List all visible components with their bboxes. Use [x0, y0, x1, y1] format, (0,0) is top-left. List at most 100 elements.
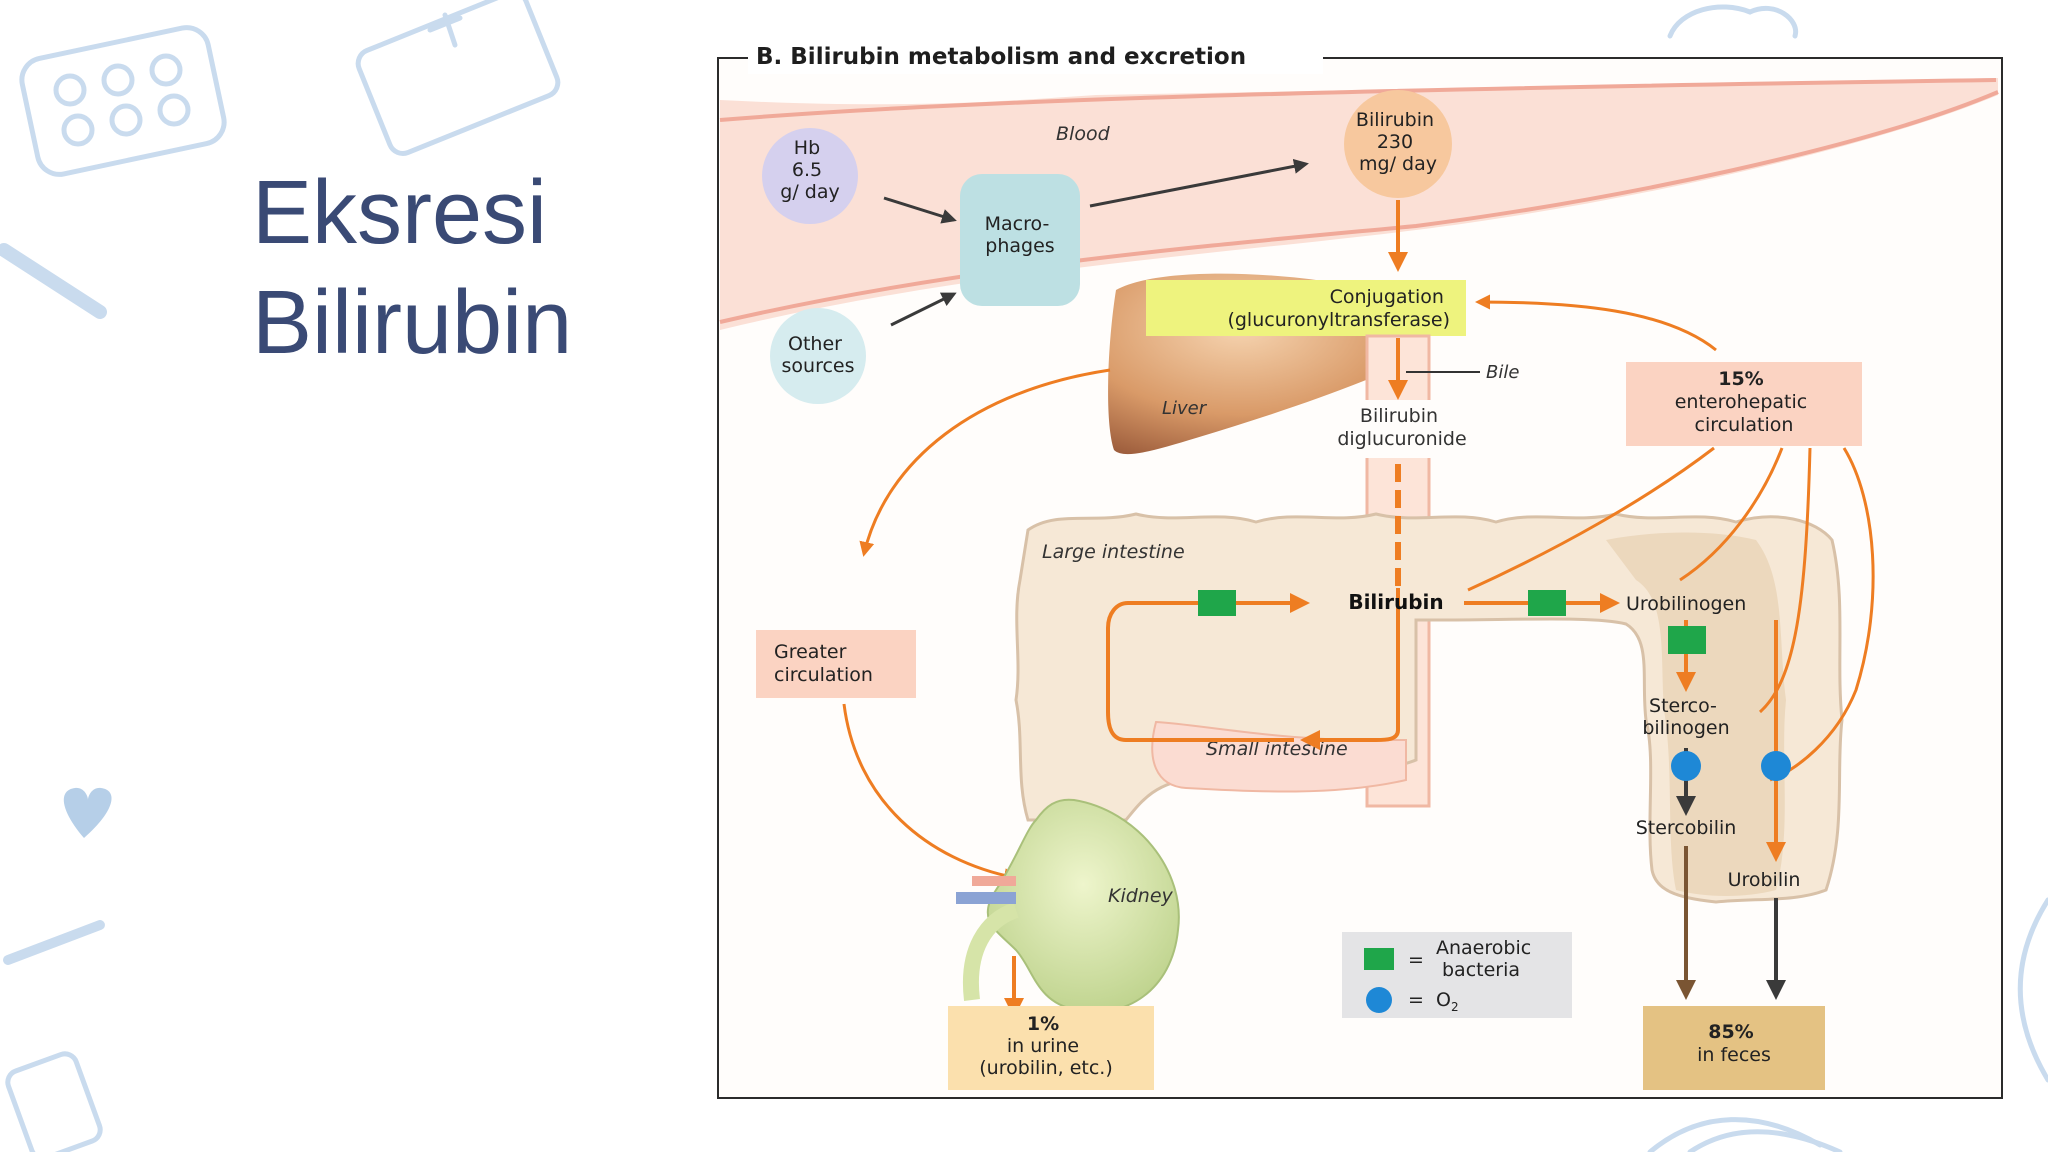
bacteria-marker-1	[1198, 590, 1236, 616]
liver-label: Liver	[1162, 398, 1208, 419]
panel-title: B. Bilirubin metabolism and excretion	[756, 44, 1246, 70]
svg-text:O2: O2	[1436, 989, 1459, 1014]
kidney	[986, 798, 1180, 1013]
bacteria-marker-3	[1668, 626, 1706, 654]
heart-icon	[63, 787, 112, 838]
kidney-label: Kidney	[1108, 885, 1174, 907]
bilirubin-blood-line-1: Bilirubin	[1356, 109, 1434, 131]
svg-text:Macro- phages: Macro- phages	[985, 213, 1056, 257]
svg-text:Anaerobic bacteria: Anaerobic bacteria	[1436, 937, 1537, 981]
arrow-enterohepatic-to-conjugation	[1475, 294, 1717, 352]
urine-line-3: (urobilin, etc.)	[979, 1057, 1113, 1079]
pill-pack-icon	[19, 25, 227, 177]
arrow-intestine-loop	[1106, 593, 1310, 742]
macrophages-line-2: phages	[985, 235, 1054, 257]
bacteria-marker-2	[1528, 590, 1566, 616]
legend-bacteria-swatch	[1364, 948, 1394, 970]
bilirubin-blood-line-2: 230	[1377, 131, 1413, 153]
legend-eq-1: =	[1408, 949, 1424, 971]
svg-text:15% enterohepatic circ: 15% enterohepatic circulation	[1675, 368, 1814, 436]
enterohepatic-box	[1626, 362, 1862, 446]
greater-circulation-line-1: Greater	[774, 641, 847, 663]
arrow-bilirubin-to-enterohepatic	[1467, 446, 1715, 592]
bile-label: Bile	[1486, 362, 1519, 383]
bottle-icon	[5, 1051, 103, 1152]
enterohepatic-line-1: 15%	[1718, 368, 1763, 390]
legend-o2-subscript: 2	[1451, 1000, 1459, 1014]
ureter	[962, 902, 1019, 1001]
conjugation-line-2: (glucuronyltransferase)	[1227, 309, 1450, 331]
macrophages-box	[960, 174, 1080, 306]
stercobilinogen-line-1: Sterco-	[1649, 695, 1717, 717]
arrow-stercobilinogen-to-enterohepatic	[1759, 447, 1812, 714]
svg-text:85% in feces: 85% in feces	[1697, 1021, 1771, 1066]
dna-icon	[1647, 1117, 1843, 1152]
syringe-icon	[3, 920, 105, 965]
greater-circulation-box	[756, 630, 916, 698]
stercobilin-label: Stercobilin	[1636, 817, 1737, 839]
thermometer-icon	[0, 243, 107, 319]
diglucuronide-line-2: diglucuronide	[1337, 428, 1466, 450]
first-aid-kit-icon	[355, 0, 561, 156]
descending-colon	[1606, 532, 1786, 896]
conjugation-line-1: Conjugation	[1330, 286, 1444, 308]
brain-icon	[1667, 4, 1799, 39]
conjugation-box	[1146, 280, 1466, 336]
other-sources-line-1: Other	[788, 333, 842, 355]
hb-line-2: 6.5	[792, 159, 822, 181]
diglucuronide-line-1: Bilirubin	[1360, 405, 1438, 427]
svg-text:Greater circulation: Greater circulation	[774, 641, 873, 686]
bilirubin-metabolism-diagram: B. Bilirubin metabolism and excretion Bl…	[717, 44, 2003, 1099]
other-sources-line-2: sources	[782, 355, 855, 377]
urine-box	[948, 1006, 1154, 1090]
urobilin-label: Urobilin	[1728, 869, 1801, 891]
renal-vessels	[956, 892, 1016, 904]
arrow-greater-circulation-to-kidney	[842, 703, 1019, 883]
hb-line-3: g/ day	[780, 181, 839, 203]
oxygen-marker-2	[1761, 751, 1791, 781]
arrow-urobilinogen-to-enterohepatic	[1679, 447, 1784, 582]
bilirubin-blood-line-3: mg/ day	[1359, 153, 1437, 175]
arrow-hb-to-macrophages	[883, 196, 957, 224]
svg-text:Bilirubin diglucuronide: Bilirubin diglucuronide	[1337, 405, 1466, 450]
svg-text:1% in urine (urobilin,: 1% in urine (urobilin, etc.)	[979, 1013, 1113, 1079]
enterohepatic-line-2: enterohepatic	[1675, 391, 1808, 413]
arrow-macrophages-to-bilirubin	[1089, 158, 1309, 208]
feces-line-2: in feces	[1697, 1044, 1771, 1066]
greater-circulation-line-2: circulation	[774, 664, 873, 686]
svg-text:Other sources: Other sources	[782, 333, 855, 377]
svg-text:Sterco- bilinogen: Sterco- bilinogen	[1642, 695, 1729, 739]
bilirubin-blood-bubble	[1344, 90, 1452, 198]
svg-text:Hb 6.5 g/ day: Hb 6.5 g/ day	[780, 137, 839, 203]
arrow-other-to-macrophages	[890, 292, 957, 327]
stethoscope-icon	[2017, 897, 2048, 1083]
urobilinogen-label: Urobilinogen	[1626, 593, 1746, 615]
large-intestine-label: Large intestine	[1042, 541, 1185, 563]
arrow-intestine-recirculation	[1300, 588, 1400, 750]
legend-o2-swatch	[1366, 987, 1392, 1013]
title-line-1: Eksresi	[252, 163, 548, 263]
slide-title: Eksresi Bilirubin	[252, 158, 572, 378]
other-sources-bubble	[770, 308, 866, 404]
title-line-2: Bilirubin	[252, 273, 573, 373]
stercobilinogen-line-2: bilinogen	[1642, 717, 1729, 739]
feces-box	[1643, 1006, 1825, 1090]
legend-eq-2: =	[1408, 989, 1424, 1011]
blood-label: Blood	[1056, 123, 1111, 145]
feces-line-1: 85%	[1708, 1021, 1753, 1043]
legend-bacteria-line-1: Anaerobic	[1436, 937, 1531, 959]
oxygen-marker-1	[1671, 751, 1701, 781]
arrow-enterohepatic-to-urobilin	[1769, 447, 1875, 782]
svg-text:Conjugation (glucuronyltra: Conjugation (glucuronyltransferase)	[1227, 286, 1450, 331]
svg-text:Bilirubin 230 mg/ day: Bilirubin 230 mg/ day	[1356, 109, 1440, 175]
legend-o2-label: O	[1436, 989, 1451, 1011]
bilirubin-intestine-label: Bilirubin	[1348, 590, 1443, 614]
legend-bacteria-line-2: bacteria	[1442, 959, 1520, 981]
urine-line-1: 1%	[1027, 1013, 1059, 1035]
enterohepatic-line-3: circulation	[1695, 414, 1794, 436]
hb-bubble	[762, 128, 858, 224]
urine-line-2: in urine	[1007, 1035, 1079, 1057]
hb-line-1: Hb	[794, 137, 820, 159]
macrophages-line-1: Macro-	[985, 213, 1050, 235]
